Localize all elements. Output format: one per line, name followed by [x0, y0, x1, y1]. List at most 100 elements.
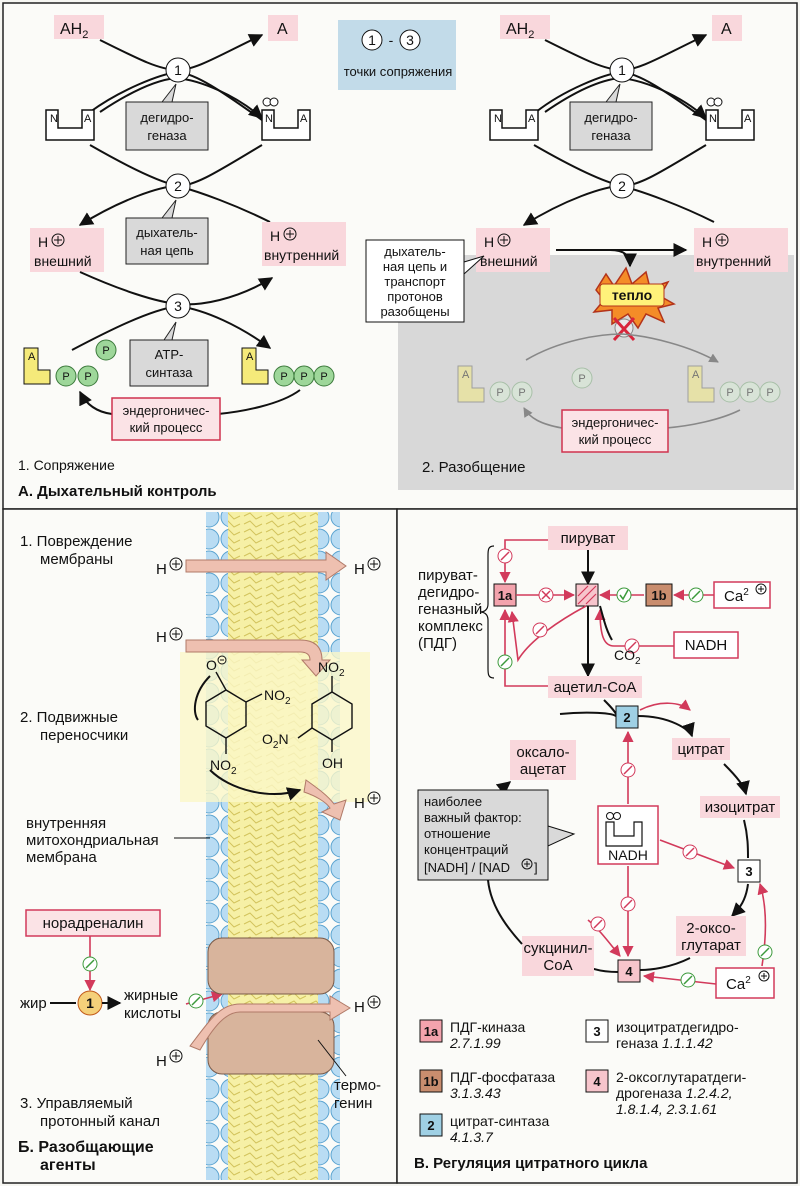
plus-icon: [283, 227, 297, 241]
activation-icon: [680, 972, 696, 988]
uncoupled-note-line3: транспорт: [384, 274, 445, 289]
activation-icon: [688, 587, 704, 603]
legend-4-name2: дрогеназа 1.2.4.2,: [616, 1085, 733, 1101]
adp-faded-icon: A P P: [457, 365, 533, 403]
caption-uncoupling: 2. Разобщение: [422, 459, 526, 476]
ca-activates-4: [642, 971, 717, 985]
heat-label: тепло: [612, 287, 652, 303]
uncoupled-note-line4: протонов: [387, 289, 443, 304]
svg-text:O: O: [206, 657, 217, 673]
inhibition-icon: [620, 762, 636, 778]
factor-tail: ]: [534, 860, 538, 875]
svg-text:OH: OH: [322, 755, 343, 771]
thermogenin-lower: [207, 1011, 335, 1075]
node-3-label: 3: [745, 864, 752, 879]
h-inner-symbol: H: [270, 228, 280, 244]
legend-text: точки сопряжения: [344, 64, 453, 79]
pdh-line5: (ПДГ): [418, 635, 457, 652]
pdh-line2: дегидро-: [418, 584, 479, 601]
svg-text:O2N: O2N: [262, 731, 289, 751]
legend-1a-ec: 2.7.1.99: [449, 1035, 501, 1051]
inhibition-icon: [620, 896, 636, 912]
plus-icon-mark: [286, 230, 294, 238]
svg-text:P: P: [84, 371, 91, 383]
plus-icon-mark: [172, 560, 180, 568]
h-outer2-label: внешний: [480, 253, 538, 269]
atp-synthase-line1: ATP-: [155, 347, 184, 362]
pdh-line3: геназный: [418, 601, 482, 618]
noradrenaline-box: [25, 909, 161, 937]
arrow-oxoglutarate-4: [639, 957, 691, 971]
svg-text:A: A: [28, 351, 36, 363]
item3-line2: протонный канал: [40, 1113, 160, 1130]
plus-icon: [755, 583, 767, 595]
svg-text:N: N: [709, 113, 717, 125]
dinitrophenol-structure: NO2 O2N OH: [262, 659, 353, 771]
coupling-point-1b-num: 1: [618, 62, 626, 78]
factor-note-pointer: [547, 825, 576, 847]
pdh-line4: комплекс: [418, 618, 483, 635]
item1-line2: мембраны: [40, 551, 113, 568]
legend-3-name: изоцитратдегидро-: [616, 1019, 739, 1035]
atp-synthase-line2: синтаза: [145, 365, 193, 380]
coupling-point-2b: [609, 173, 635, 199]
arrow-3-oxoglutarate: [731, 883, 749, 917]
citrate-feedback: [639, 699, 691, 711]
dehydrogenase-box: [125, 101, 209, 151]
plus-icon: [367, 791, 381, 805]
svg-text:A: A: [528, 113, 536, 125]
panel-a-title: А. Дыхательный контроль: [18, 483, 217, 500]
svg-text:P: P: [578, 373, 585, 385]
citrate-cycle-regulation: пируват пируват- дегидро- геназный компл…: [414, 526, 780, 1172]
succinylcoa-bg: [522, 936, 594, 976]
legend-1b-ec: 3.1.3.43: [450, 1085, 501, 1101]
item1-line1: 1. Повреждение: [20, 533, 132, 550]
svg-text:P: P: [62, 371, 69, 383]
dehydrogenase2-line1: дегидро-: [584, 110, 637, 125]
legend-4-id: 4: [593, 1074, 601, 1089]
svg-text:NO2: NO2: [210, 757, 237, 777]
caption-coupling: 1. Сопряжение: [18, 457, 115, 473]
h-right-3: H: [354, 999, 365, 1016]
svg-text:NO2: NO2: [318, 659, 345, 679]
arrow-isocitrate-3: [743, 819, 749, 859]
plus-icon: [169, 627, 183, 641]
plus-icon: [367, 557, 381, 571]
acetylcoa-bg: [548, 676, 642, 698]
legend-1b-swatch: [419, 1069, 443, 1093]
isocitrate-bg: [700, 796, 780, 818]
thermogenin-upper: [207, 937, 335, 995]
oxoglutarate-line1: 2-оксо-: [686, 920, 735, 937]
legend-1b-id: 1b: [423, 1074, 438, 1089]
respiratory-chain-line2: ная цепь: [140, 243, 194, 258]
endergonic-2-line1: эндергоничес-: [572, 415, 659, 430]
plus-icon-mark: [370, 560, 378, 568]
svg-text:A: A: [744, 113, 752, 125]
fatty-acids-line2: кислоты: [124, 1005, 181, 1022]
endergonic-box-1: [111, 397, 221, 441]
oxoglutarate-bg: [676, 916, 746, 956]
h-outer-symbol: H: [38, 234, 48, 250]
svg-text:A: A: [246, 351, 254, 363]
uncoupled-note-line1: дыхатель-: [384, 244, 446, 259]
succinylcoa-line1: сукцинил-: [524, 940, 593, 957]
lipolysis-step-num: 1: [86, 995, 94, 1011]
h-outer-bg: [30, 228, 104, 272]
membrane-label-3: мембрана: [26, 849, 97, 866]
arrow-atp-use: [217, 389, 301, 415]
membrane-outer-heads: [206, 512, 228, 1180]
activation-icon-mark: [85, 959, 95, 969]
svg-text:P: P: [102, 345, 109, 357]
legend-3-id: 3: [593, 1024, 600, 1039]
enzyme-legend: 1a ПДГ-киназа 2.7.1.99 1b ПДГ-фосфатаза …: [419, 1019, 747, 1145]
factor-line2: важный фактор:: [424, 810, 522, 825]
arrow-cycle-left: [487, 879, 523, 945]
uncoupling-diagram: AH2 A 1 дегидро- геназа N A N A 2 H: [365, 15, 794, 490]
acetylcoa-activates-1a: [499, 608, 550, 687]
plus-icon-mark: [172, 630, 180, 638]
coupling-point-1-num: 1: [174, 62, 182, 78]
nadh-box-top: [673, 631, 739, 659]
nad-oxidized-icon: N A: [45, 109, 95, 141]
legend-2-ec: 4.1.3.7: [450, 1129, 494, 1145]
